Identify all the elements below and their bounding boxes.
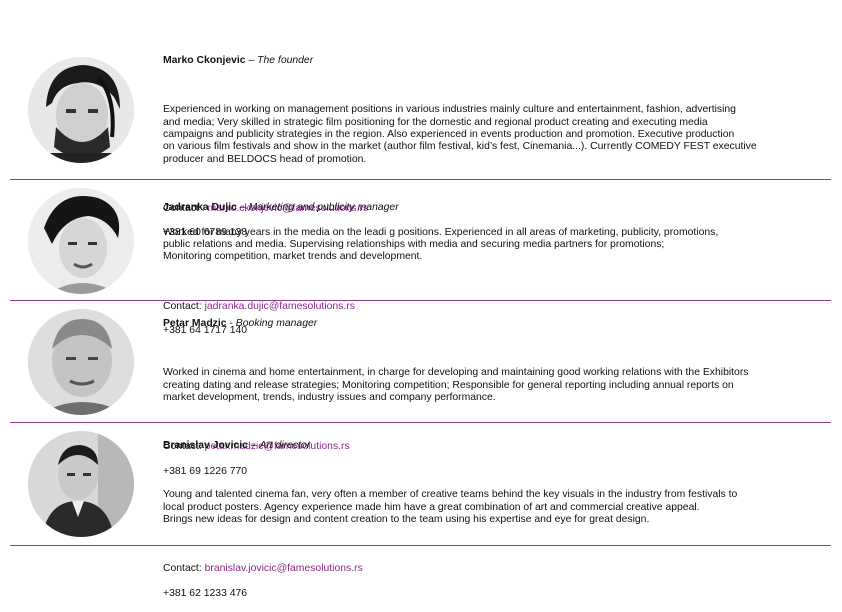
name-role-separator: – [247, 440, 260, 452]
contact-label: Contact: [163, 441, 205, 453]
portrait-image [28, 309, 134, 415]
contact-label: Contact : [163, 202, 208, 214]
portrait-image [28, 57, 134, 163]
member-description: Worked in cinema and home entertainment,… [163, 367, 749, 404]
portrait-image [28, 431, 134, 537]
phone-number: +381 62 1233 476 [163, 587, 248, 599]
portrait-photo-petar [28, 309, 134, 415]
member-description: Experienced in working on management pos… [163, 104, 757, 165]
section-divider [10, 545, 831, 546]
member-name: Marko Ckonjevic [163, 55, 246, 67]
member-name: Jadranka Dujic [163, 202, 237, 214]
email-link[interactable]: branislav.jovicic@famesolutions.rs [204, 563, 363, 575]
phone-number: +381 60 6789 138 [163, 227, 248, 239]
section-divider [10, 179, 831, 180]
portrait-photo-marko [28, 57, 134, 163]
email-link[interactable]: jadranka.dujic@famesolutions.rs [204, 300, 355, 312]
name-role-separator: – [236, 202, 249, 214]
member-description: Worked for many years in the media on th… [163, 226, 719, 263]
section-divider [10, 422, 831, 423]
name-role-separator: - [226, 318, 236, 330]
member-role: Booking manager [235, 318, 318, 330]
contact-label: Contact: [163, 563, 205, 575]
member-description: Young and talented cinema fan, very ofte… [163, 489, 738, 526]
portrait-image [28, 188, 134, 294]
phone-number: +381 69 1226 770 [163, 465, 248, 477]
section-divider [10, 300, 831, 301]
portrait-photo-jadranka [28, 188, 134, 294]
member-name: Branislav Jovicic [163, 440, 248, 452]
email-link[interactable]: marko.ckonjevic@famesolutions.rs [207, 202, 369, 214]
member-role: Marketing and publicity manager [248, 202, 399, 214]
member-role: The founder [257, 55, 314, 67]
phone-number: +381 64 1717 140 [163, 325, 248, 337]
member-name: Petar Madzic [163, 318, 227, 330]
portrait-photo-branislav [28, 431, 134, 537]
member-role: Art director [259, 440, 311, 452]
email-link[interactable]: petar.madzic@famesolutions.rs [204, 441, 350, 453]
name-role-separator: – [245, 55, 258, 67]
contact-label: Contact: [163, 300, 205, 312]
